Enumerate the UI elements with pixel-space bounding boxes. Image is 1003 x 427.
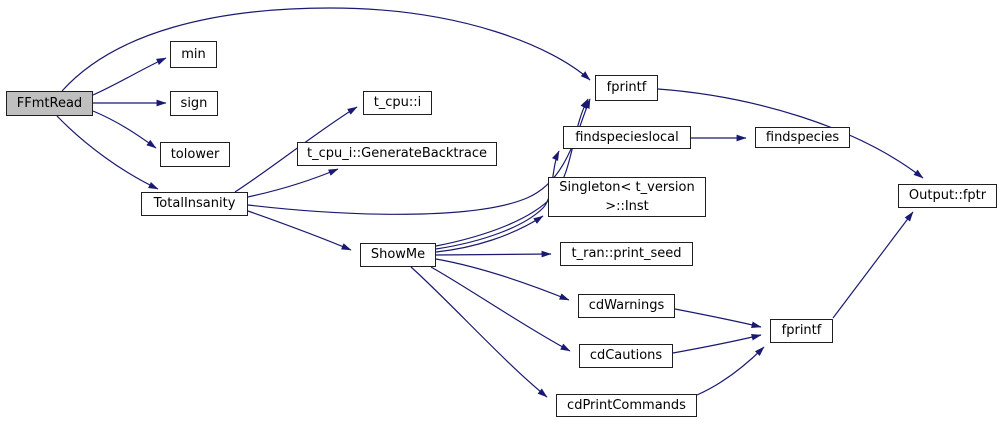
edge-showme-singleton (435, 215, 544, 253)
edge-cdprintcommands-fprintf-bottom (696, 346, 765, 396)
node-singleton-inst[interactable]: Singleton< t_version >::Inst (548, 177, 706, 217)
edge-ffmtread-totalinsanity (56, 115, 159, 190)
node-t-cpu-i[interactable]: t_cpu::i (363, 91, 432, 115)
node-output-fptr[interactable]: Output::fptr (898, 184, 997, 208)
edge-showme-cdwarnings (435, 258, 570, 301)
node-cdprintcommands[interactable]: cdPrintCommands (556, 394, 697, 417)
edge-cdwarnings-fprintf-bottom (674, 308, 762, 329)
node-generatebacktrace[interactable]: t_cpu_i::GenerateBacktrace (297, 142, 497, 166)
edge-fprintf-bottom-output-fptr (832, 211, 914, 319)
node-t-ran-print-seed[interactable]: t_ran::print_seed (560, 242, 693, 266)
node-fprintf-bottom[interactable]: fprintf (770, 319, 833, 343)
node-totalinsanity[interactable]: TotalInsanity (141, 192, 248, 216)
edge-totalinsanity-backtrace (247, 168, 339, 198)
edge-showme-fprintf-top (435, 98, 589, 247)
edge-ffmtread-min (92, 57, 167, 96)
edge-ffmtread-tolower (92, 110, 157, 149)
edge-showme-print-seed (435, 250, 552, 258)
node-cdwarnings[interactable]: cdWarnings (578, 294, 675, 318)
edge-showme-cdprintcommands (410, 266, 548, 398)
edge-ffmtread-fprintf-top (61, 7, 591, 92)
node-fprintf-top[interactable]: fprintf (595, 75, 658, 101)
node-sign[interactable]: sign (170, 91, 218, 116)
edge-showme-cdcautions (430, 266, 571, 352)
edge-fprintf-top-output-fptr (657, 88, 924, 179)
edge-cdcautions-fprintf-bottom (672, 333, 762, 354)
node-tolower[interactable]: tolower (160, 142, 230, 167)
edge-showme-findspecieslocal (435, 150, 560, 250)
node-findspecies[interactable]: findspecies (755, 127, 850, 148)
node-showme[interactable]: ShowMe (360, 243, 436, 267)
node-ffmtread[interactable]: FFmtRead (6, 91, 93, 116)
edge-totalinsanity-showme (247, 210, 352, 251)
node-findspecieslocal[interactable]: findspecieslocal (563, 126, 691, 149)
node-min[interactable]: min (170, 41, 217, 68)
node-cdcautions[interactable]: cdCautions (579, 344, 673, 368)
